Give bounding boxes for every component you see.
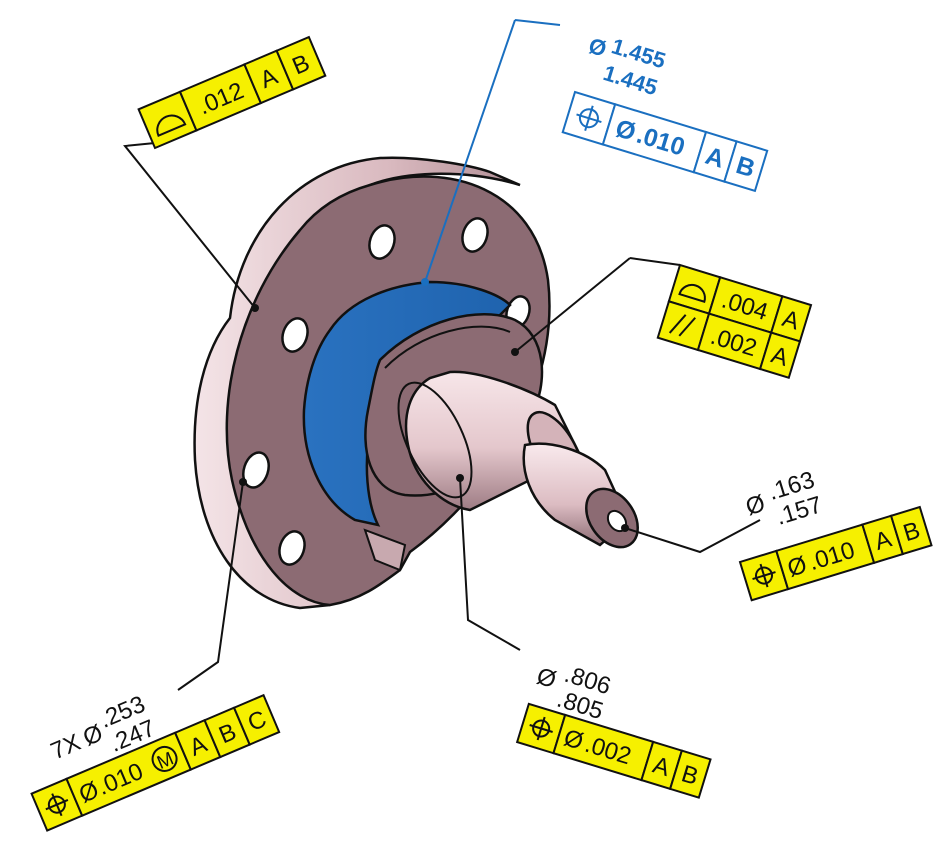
- position-icon: [752, 563, 776, 588]
- leaders: [123, 19, 761, 691]
- mmc-modifier: M: [154, 748, 177, 774]
- leader-shaft: [459, 477, 521, 651]
- profile-surface-icon: [156, 114, 187, 137]
- parallelism-icon: [668, 314, 696, 337]
- diameter-symbol: Ø: [743, 490, 769, 521]
- flange-slot: [363, 528, 407, 572]
- datum-b: B: [900, 517, 923, 548]
- fcf-profile-flange: .012 A B: [137, 35, 327, 150]
- part: [193, 156, 639, 610]
- diameter-symbol: Ø: [534, 663, 560, 694]
- leader-bolt-holes: [177, 481, 244, 691]
- fcf-bolt-holes: 7X Ø .253 .247 Ø .010 M A B C: [30, 691, 281, 832]
- fcf-small-hole: Ø .163 .157 Ø .010 A B: [738, 466, 933, 602]
- datum-a: A: [871, 526, 894, 557]
- datum-a: A: [779, 305, 802, 336]
- fcf-bore: Ø 1.455 1.445 Ø .010 A B: [561, 33, 769, 193]
- fcf-shaft: Ø .806 .805 Ø .002 A B: [515, 661, 712, 799]
- leader-bore-top: [514, 19, 561, 26]
- leader-shoulder-top: [629, 257, 681, 266]
- datum-a: A: [650, 752, 673, 783]
- position-icon: [576, 105, 602, 131]
- bolt-hole: [278, 530, 306, 566]
- leader-small-hole: [624, 519, 761, 554]
- bolt-hole: [281, 317, 309, 353]
- bolt-hole: [368, 224, 396, 260]
- fcf-shoulder: .004 A .002 A: [656, 263, 813, 379]
- shoulder-edge: [384, 325, 511, 369]
- leader-shoulder: [514, 257, 631, 353]
- datum-b: B: [678, 760, 701, 791]
- position-icon: [45, 793, 69, 817]
- datum-a: A: [768, 341, 791, 372]
- count: 7X: [47, 729, 85, 765]
- bolt-hole: [461, 217, 489, 253]
- mmc-circle-icon: [151, 745, 178, 772]
- position-icon: [529, 716, 553, 741]
- leader-bore: [424, 19, 516, 283]
- leader-profile-flange: [123, 142, 256, 309]
- leader-dots: [239, 278, 629, 532]
- bolt-hole: [242, 451, 270, 489]
- diameter-symbol: Ø: [586, 33, 610, 62]
- profile-surface-icon: [678, 283, 706, 303]
